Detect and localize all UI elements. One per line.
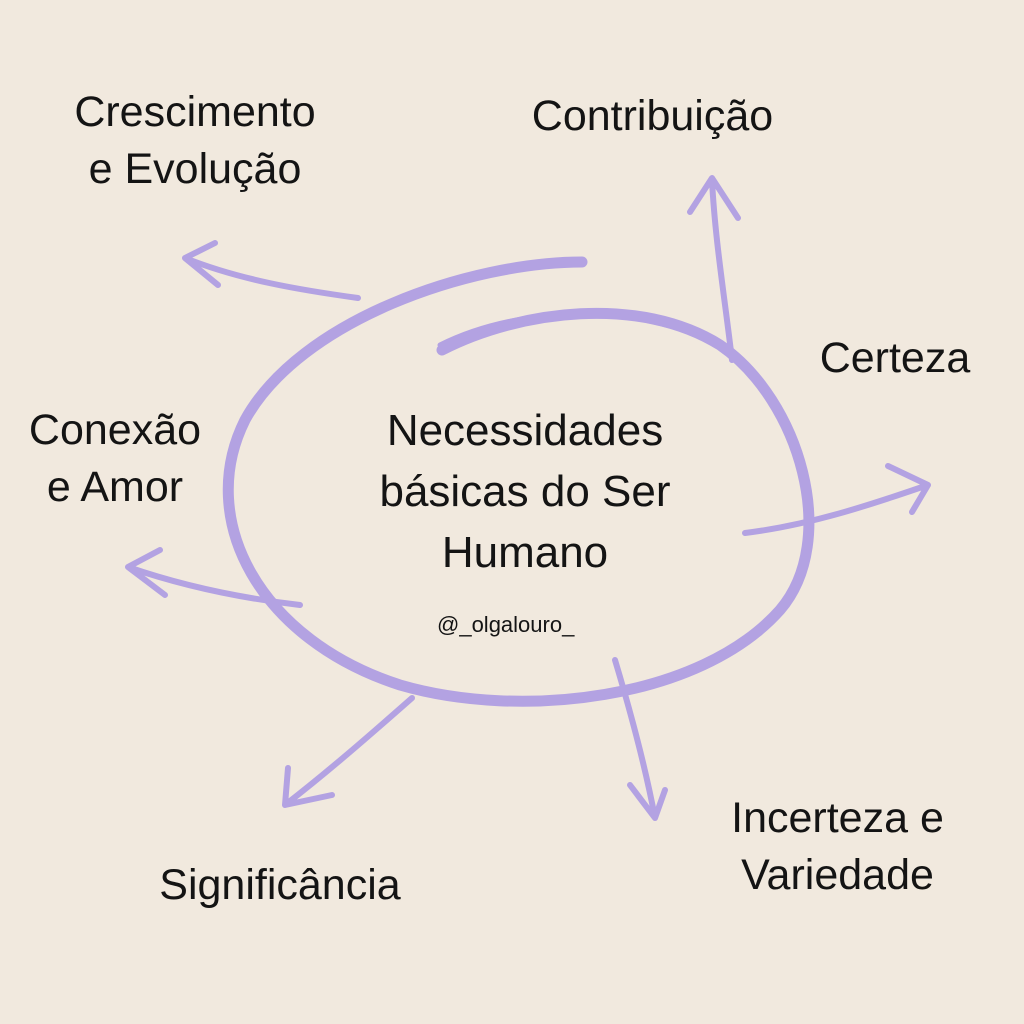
center-title-line2: básicas do Ser: [379, 467, 671, 516]
need-contribution-label: Contribuição: [531, 92, 774, 140]
need-certainty-label: Certeza: [819, 334, 971, 382]
need-growth: Crescimento e Evolução: [40, 84, 350, 198]
need-growth-line2: e Evolução: [88, 145, 302, 193]
need-variety: Incerteza e Variedade: [695, 790, 980, 904]
need-variety-line1: Incerteza e: [731, 794, 944, 842]
arrow-connection: [125, 547, 303, 608]
need-significance-label: Significância: [159, 861, 401, 909]
need-significance: Significância: [120, 857, 440, 914]
need-connection-line2: e Amor: [46, 463, 184, 511]
need-variety-line2: Variedade: [741, 851, 934, 899]
need-certainty: Certeza: [795, 330, 995, 387]
author-handle: @_olgalouro_: [437, 612, 575, 637]
center-title: Necessidades básicas do Ser Humano: [320, 400, 730, 583]
arrow-growth: [182, 240, 361, 301]
center-title-line1: Necessidades: [386, 406, 664, 455]
center-title-line3: Humano: [441, 528, 609, 577]
need-contribution: Contribuição: [490, 88, 815, 145]
arrow-contribution: [687, 175, 741, 363]
cycle-swoosh-inner: [437, 311, 738, 358]
need-growth-line1: Crescimento: [74, 88, 316, 136]
arrow-certainty: [742, 463, 931, 536]
arrow-variety: [612, 657, 668, 821]
arrow-significance: [282, 695, 415, 808]
need-connection: Conexão e Amor: [0, 402, 230, 516]
need-connection-line1: Conexão: [28, 406, 202, 454]
